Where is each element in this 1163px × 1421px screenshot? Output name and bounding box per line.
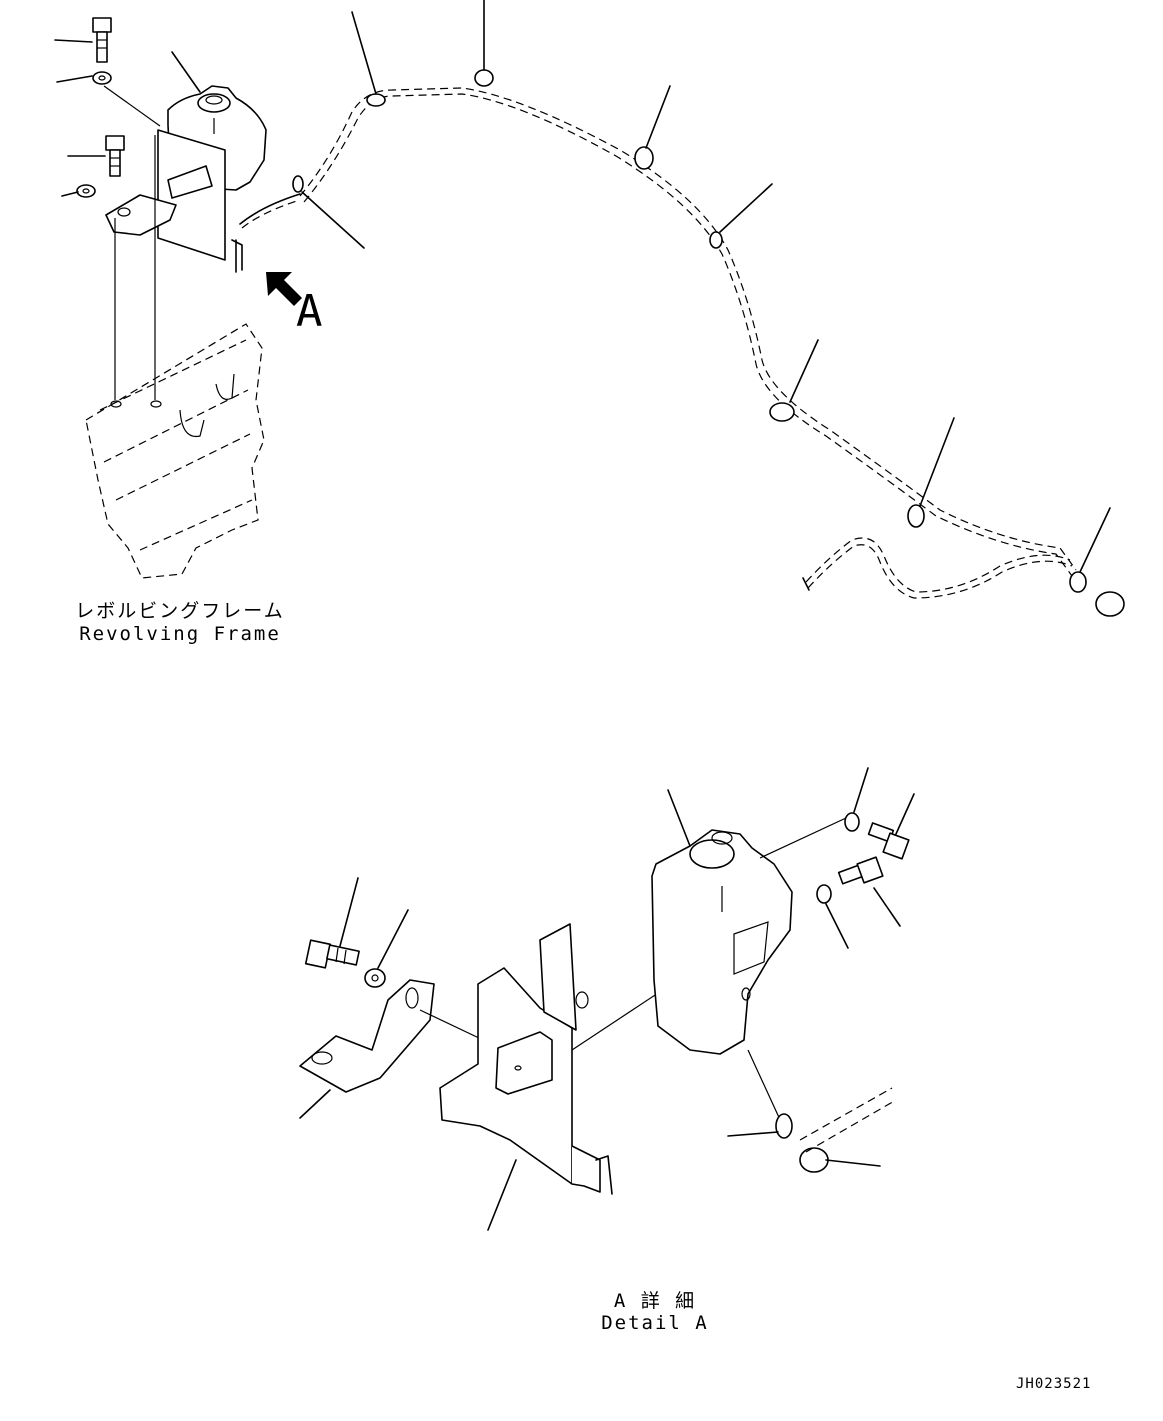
revolving-frame bbox=[85, 323, 265, 579]
detail-a-assembly bbox=[299, 767, 915, 1231]
tank-bracket bbox=[157, 129, 226, 261]
revolving-frame-label-jp: レボルビングフレーム bbox=[75, 600, 285, 622]
detail-bolt-top-right bbox=[867, 822, 910, 860]
washer-middle bbox=[76, 184, 96, 198]
detail-washer-bottom-right bbox=[816, 884, 832, 904]
detail-washer-top-right bbox=[844, 812, 860, 832]
detail-washer-left bbox=[364, 968, 386, 988]
view-arrow-label: A bbox=[296, 286, 323, 337]
detail-a-label-en: Detail A bbox=[601, 1312, 709, 1334]
drawing-number: JH023521 bbox=[1016, 1376, 1092, 1392]
bolt-top bbox=[92, 17, 112, 63]
detail-a-label-jp: A 詳 細 bbox=[613, 1290, 697, 1312]
washer-hose bbox=[299, 87, 1077, 599]
bolt-middle bbox=[105, 135, 125, 177]
revolving-frame-label-en: Revolving Frame bbox=[79, 623, 281, 645]
top-assembly bbox=[54, 17, 302, 400]
arrow-up-left-icon bbox=[266, 272, 302, 306]
detail-bolt-left bbox=[304, 939, 360, 969]
detail-bolt-bottom-right bbox=[837, 856, 884, 885]
detail-mount-bracket bbox=[299, 979, 435, 1093]
hose-clips bbox=[292, 0, 1125, 617]
washer-top bbox=[92, 71, 112, 85]
detail-washer-tank bbox=[651, 829, 793, 1055]
